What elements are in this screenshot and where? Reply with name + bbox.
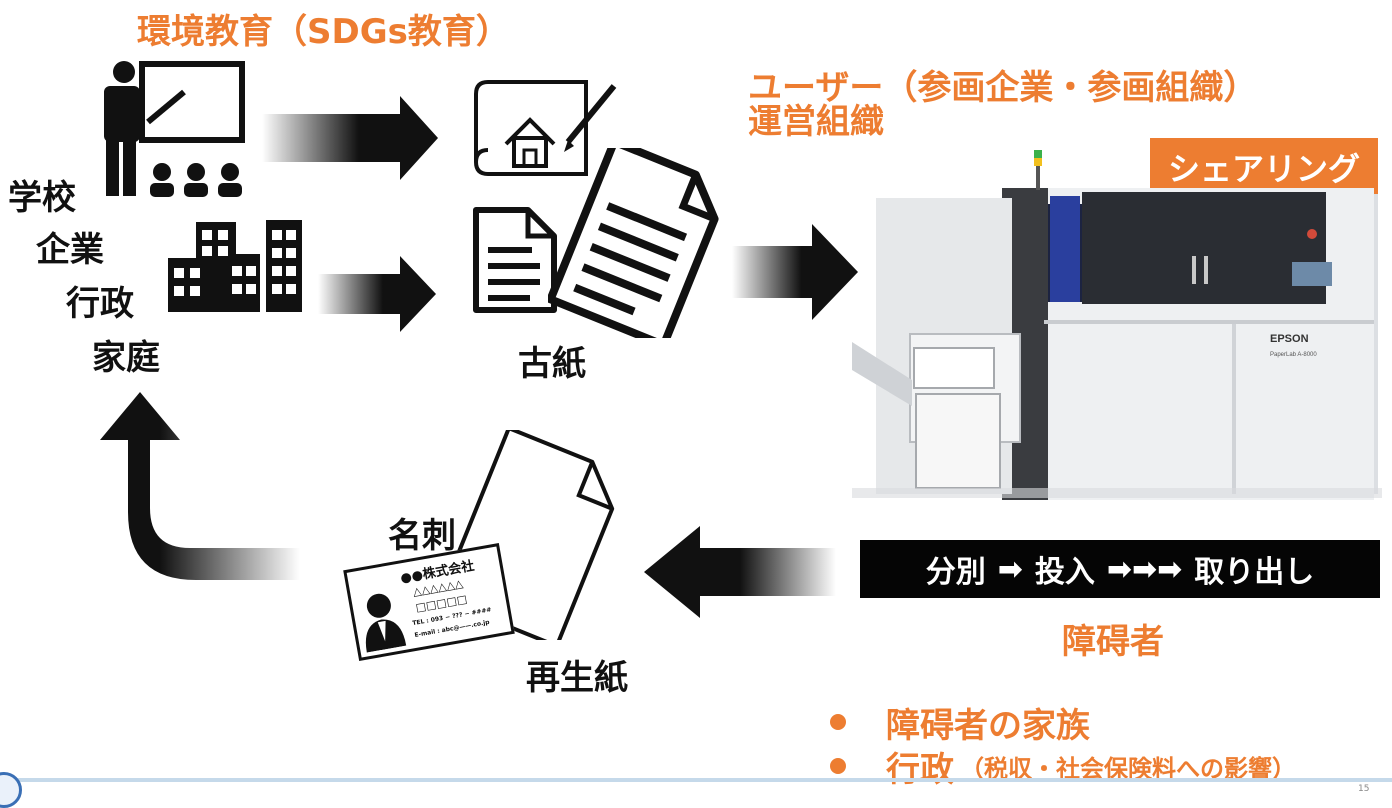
benefit-family: 障碍者の家族 [886, 705, 1090, 746]
benefit-item: 障碍者の家族 [830, 700, 1296, 746]
source-household: 家庭 [92, 338, 160, 378]
blueprint-house-icon [474, 80, 617, 176]
arrow-buildings-to-paper [318, 256, 436, 332]
machine-brand: EPSON [1270, 333, 1309, 345]
title: 環境教育（SDGs教育） [137, 12, 510, 52]
footer-divider [0, 778, 1392, 782]
card-frame: ●●株式会社 △△△△△△ □□□□□ TEL : 093 − ??? − ##… [343, 542, 515, 662]
arrow-glyph: ➡ [997, 551, 1023, 587]
step-sort: 分別 [925, 555, 986, 590]
users-heading: ユーザー（参画企業・参画組織） [748, 68, 1258, 108]
worker-label: 障碍者 [1062, 622, 1164, 662]
business-card: ●●株式会社 △△△△△△ □□□□□ TEL : 093 − ??? − ##… [343, 542, 515, 662]
step-remove: 取り出し [1194, 555, 1315, 590]
operator-heading: 運営組織 [748, 102, 884, 142]
sharing-badge: シェアリング [1150, 138, 1378, 196]
buildings-icon [168, 220, 302, 312]
benefit-item: 行政 （税収・社会保険料への影響） [830, 744, 1296, 790]
benefit-list: 障碍者の家族 行政 （税収・社会保険料への影響） [830, 700, 1296, 790]
machine-model: PaperLab A-8000 [1270, 352, 1317, 358]
business-card-label: 名刺 [388, 516, 456, 556]
bullet-dot [830, 714, 846, 730]
paperlab-machine-image: EPSON PaperLab A-8000 [852, 150, 1382, 500]
step-load: 投入 [1034, 555, 1095, 590]
arrow-paper-to-machine [732, 224, 858, 320]
source-company: 企業 [36, 230, 104, 270]
benefit-government-detail: （税収・社会保険料への影響） [960, 754, 1296, 783]
person-avatar-icon [365, 593, 407, 653]
arrow-machine-to-recycled [644, 526, 836, 618]
source-school: 学校 [8, 178, 76, 218]
recycled-paper-label: 再生紙 [526, 658, 628, 698]
small-document-icon [473, 207, 557, 313]
teacher-classroom-icon [104, 61, 245, 197]
benefit-government: 行政 [886, 749, 954, 790]
page-number: 15 [1358, 784, 1370, 794]
bullet-dot [830, 758, 846, 774]
arrow-return-to-sources [100, 392, 300, 580]
process-bar: 分別 ➡ 投入 ➡➡➡ 取り出し [860, 540, 1380, 598]
large-document-icon [548, 148, 719, 338]
arrow-teacher-to-paper [262, 96, 438, 180]
waste-paper-label: 古紙 [518, 344, 586, 384]
triple-arrow-glyph: ➡➡➡ [1106, 551, 1183, 587]
source-government: 行政 [66, 284, 134, 324]
